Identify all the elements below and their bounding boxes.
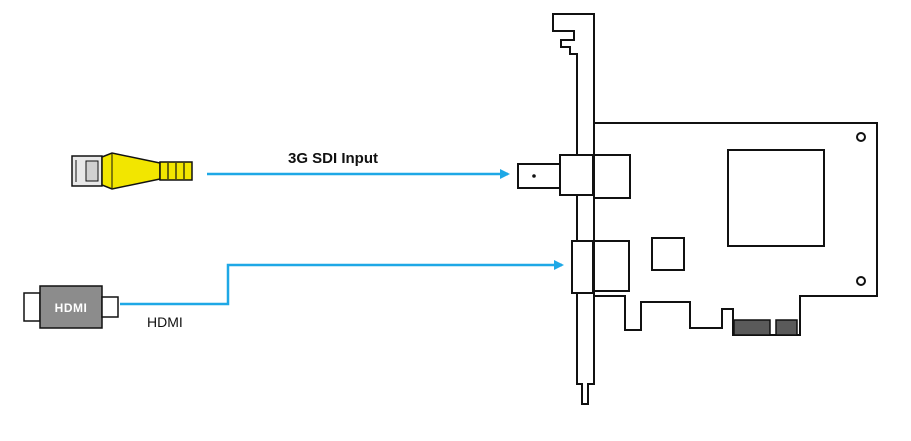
sdi-jack <box>517 163 561 189</box>
hdmi-connector-icon: HDMI <box>23 285 119 329</box>
hdmi-input-label: HDMI <box>147 314 183 330</box>
capture-card-icon <box>517 13 878 405</box>
hdmi-jack <box>571 240 594 294</box>
bnc-connector-icon <box>71 152 193 190</box>
bnc-yellow-boot <box>101 152 161 190</box>
sdi-input-label: 3G SDI Input <box>288 150 378 167</box>
pcie-fingers <box>733 319 771 336</box>
pci-bracket <box>552 13 595 405</box>
hdmi-arrow <box>120 260 564 306</box>
hdmi-connector-logo: HDMI <box>55 301 88 315</box>
small-chip <box>651 237 685 271</box>
large-chip <box>727 149 825 247</box>
